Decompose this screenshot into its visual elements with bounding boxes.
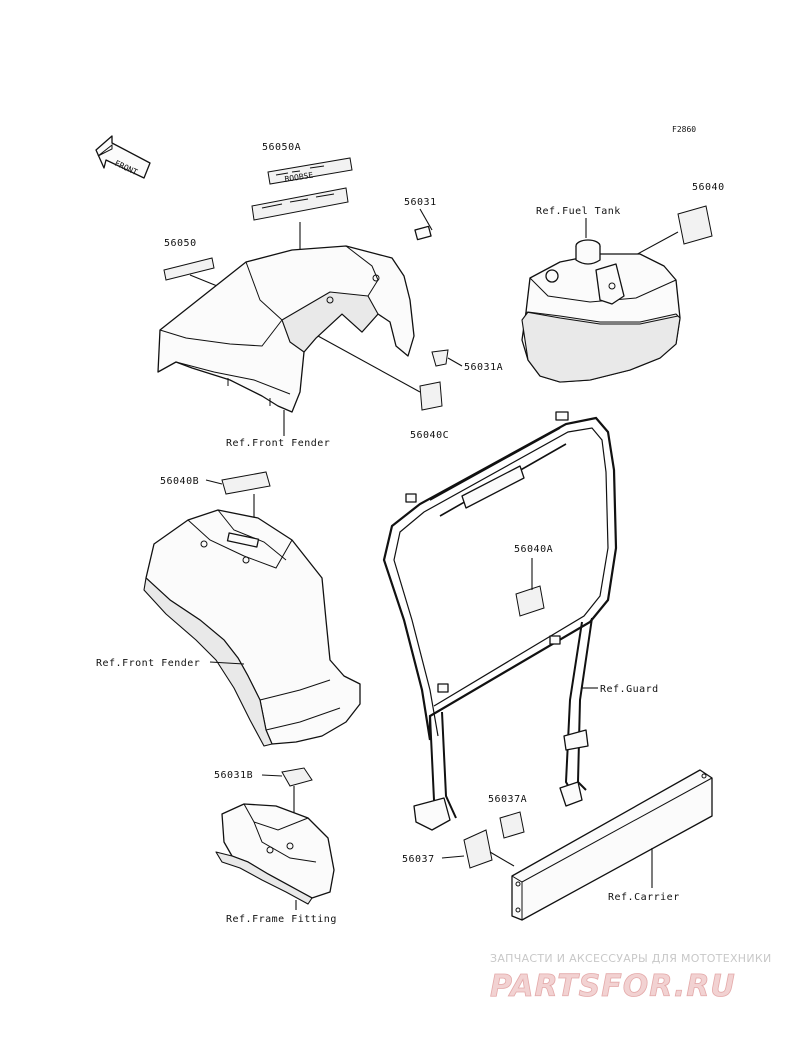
fuel-tank: 56040 Ref.Fuel Tank xyxy=(521,182,725,383)
front-fender-lower: 56040B Ref.Front Fender xyxy=(96,471,361,747)
front-arrow-icon: FRONT xyxy=(95,135,151,179)
svg-text:BOOBSE: BOOBSE xyxy=(284,171,314,184)
label-ref-fuel-tank: Ref.Fuel Tank xyxy=(536,206,621,217)
frame-fitting: 56031B Ref.Frame Fitting xyxy=(214,767,337,925)
label-ref-guard: Ref.Guard xyxy=(600,684,659,695)
label-56031: 56031 xyxy=(404,197,437,208)
label-56050: 56050 xyxy=(164,238,197,249)
label-56031A: 56031A xyxy=(464,362,503,373)
watermark: ЗАПЧАСТИ И АКСЕССУАРЫ ДЛЯ МОТОТЕХНИКИ PA… xyxy=(490,952,772,1004)
label-ref-front-fender-upper: Ref.Front Fender xyxy=(226,438,330,449)
decal-56037 xyxy=(463,829,493,869)
carrier: 56037A 56037 Ref.Carrier xyxy=(402,769,713,921)
label-ref-frame-fitting: Ref.Frame Fitting xyxy=(226,914,337,925)
decal-56040A xyxy=(515,585,545,617)
figure-code: F2860 xyxy=(672,125,696,134)
decal-56050 xyxy=(163,257,215,281)
label-ref-carrier: Ref.Carrier xyxy=(608,892,680,903)
watermark-tagline: ЗАПЧАСТИ И АКСЕССУАРЫ ДЛЯ МОТОТЕХНИКИ xyxy=(490,952,772,965)
decal-56040B xyxy=(221,471,271,495)
label-56040A: 56040A xyxy=(514,544,553,555)
label-56040C: 56040C xyxy=(410,430,449,441)
decal-56037A xyxy=(499,811,525,839)
label-ref-front-fender-lower: Ref.Front Fender xyxy=(96,658,200,669)
decal-56031A xyxy=(431,349,449,367)
decal-56050A: BOOBSE xyxy=(251,157,353,221)
label-56037: 56037 xyxy=(402,854,435,865)
decal-56040 xyxy=(677,205,713,245)
guard-frame: 56040A Ref.Guard xyxy=(382,411,659,831)
label-56050A: 56050A xyxy=(262,142,301,153)
label-56031B: 56031B xyxy=(214,770,253,781)
label-56037A: 56037A xyxy=(488,794,527,805)
front-fender-upper: BOOBSE 56050A 56050 56031 56031A 56040C … xyxy=(157,142,503,449)
label-56040: 56040 xyxy=(692,182,725,193)
decal-56031B xyxy=(281,767,313,787)
label-56040B: 56040B xyxy=(160,476,199,487)
decal-56040C xyxy=(419,381,443,411)
watermark-logo: PARTSFOR.RU xyxy=(490,969,736,1004)
